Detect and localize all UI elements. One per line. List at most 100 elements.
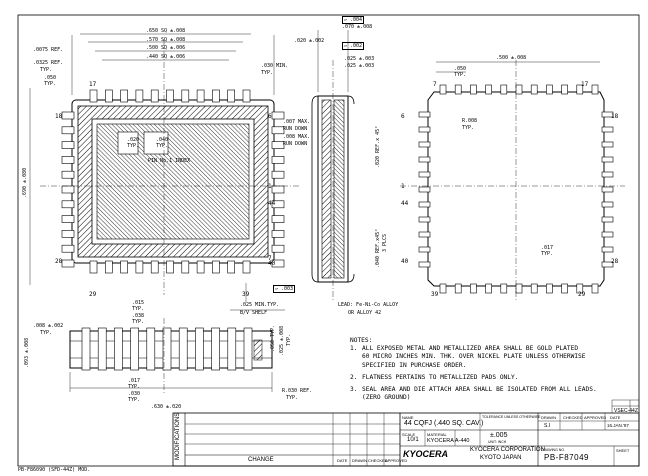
pad (601, 186, 614, 193)
dim-690: .690 ±.080 (22, 167, 28, 198)
lead (120, 89, 128, 103)
approved-by-label: APPROVED (584, 415, 607, 420)
drawn-col-label: DRAWN (352, 458, 367, 463)
company-name: KYOCERA CORPORATION (470, 447, 545, 453)
lead-profile (81, 327, 91, 371)
r-pin-29: 29 (578, 291, 586, 298)
pad (418, 141, 431, 148)
lead (61, 200, 75, 209)
lead-profile (243, 327, 253, 371)
lead (271, 230, 285, 238)
checked-col-label: CHECKED (368, 458, 388, 463)
r-pin-1: 1 (401, 183, 405, 190)
lead (212, 89, 220, 103)
r-dim-typ1: TYP. (454, 72, 467, 78)
note-line: 3.SEAL AREA AND DIE ATTACH AREA SHALL BE… (350, 386, 620, 394)
dim-025-003-a: .025 ±.003 (344, 56, 375, 62)
dim-008max: .008 MAX. (283, 134, 311, 140)
lead (61, 185, 75, 194)
source-drawing-ref: PB-F86090 (SFD-44Z) MOD. (18, 467, 91, 473)
lead (271, 111, 285, 120)
notes-title: NOTES: (350, 337, 373, 344)
pad (546, 283, 553, 294)
lead (242, 260, 251, 274)
lead (166, 89, 174, 103)
pad (500, 283, 508, 294)
dim-650: .650 SQ ±.008 (146, 28, 186, 34)
pad (515, 84, 523, 95)
dim-500: .500 SQ ±.006 (146, 45, 186, 51)
pad (418, 231, 431, 238)
lead (61, 244, 75, 253)
b-dim-030: .030 (128, 391, 141, 397)
note-line: 60 MICRO INCHES MIN. THK. OVER NICKEL PL… (350, 353, 620, 361)
lead (166, 260, 174, 274)
note-number (350, 353, 362, 361)
note-number: 2. (350, 373, 358, 381)
pad (601, 141, 614, 148)
lead (271, 200, 285, 209)
r-dim-typ3: TYP. (541, 251, 554, 257)
pad (418, 261, 431, 268)
lead (89, 89, 98, 103)
pad (530, 283, 538, 294)
side-section-view (311, 30, 355, 300)
b-dim-typ3: TYP. (128, 397, 141, 403)
pad (546, 84, 553, 95)
r-pin-40: 40 (401, 258, 409, 265)
dim-typ2: TYP. (44, 81, 57, 87)
lead (61, 259, 75, 268)
lead (150, 260, 159, 274)
modifications-label: MODIFICATIONS (175, 412, 181, 460)
drawn-value: S.I (544, 423, 551, 429)
pin-6: 6 (268, 113, 272, 120)
pad (601, 126, 614, 133)
kyocera-logo: KYOCERA (403, 449, 449, 459)
lead (61, 230, 75, 238)
pad (601, 261, 614, 268)
note-line: 2.FLATNESS PERTAINS TO METALLIZED PADS O… (350, 374, 620, 382)
b-dim-typ5: TYP. (286, 333, 292, 346)
bv-shelf-label: B/V SHELF (240, 310, 268, 316)
dim-570: .570 SQ ±.008 (146, 37, 186, 43)
rundown-1: RUN DOWN (283, 126, 308, 132)
r-dim-020ref: .020 REF.x 45° (375, 125, 381, 168)
lead-profile (195, 327, 204, 371)
elevation-view (69, 318, 273, 395)
dim-typ5: TYP. (156, 143, 169, 149)
pin-39: 39 (242, 291, 250, 298)
pad (485, 84, 492, 95)
lead (227, 89, 235, 103)
dim-typ1: TYP. (40, 67, 53, 73)
pad (530, 84, 538, 95)
note-line: SPECIFIED IN PURCHASE ORDER. (350, 362, 620, 370)
r-dim-r008: R.008 (462, 118, 478, 124)
top-leads (61, 89, 285, 274)
lead (61, 141, 75, 149)
lead (227, 260, 235, 274)
b-dim-017: .017 (128, 378, 141, 384)
r-pin-7: 7 (433, 81, 437, 88)
note-text: SPECIFIED IN PURCHASE ORDER. (362, 361, 467, 369)
b-dim-050: .050 TYP. (270, 324, 276, 352)
pad (454, 84, 462, 95)
r-pin-6: 6 (401, 113, 405, 120)
dim-007max: .007 MAX. (283, 119, 311, 125)
note-number (350, 394, 362, 402)
note-text: ALL EXPOSED METAL AND METALLIZED AREA SH… (362, 345, 579, 353)
pad (576, 283, 584, 294)
lead-profile (227, 327, 237, 371)
name-label: NAME (402, 415, 414, 420)
lead (105, 260, 113, 274)
rundown-2: RUN DOWN (283, 141, 308, 147)
name-value: 44 CQFJ (.440 SQ. CAV.) (404, 420, 484, 427)
lead (61, 156, 75, 164)
date-value: 16.JAN.'97 (607, 423, 629, 428)
lead (271, 156, 285, 164)
scale-value: 10/1 (407, 437, 419, 443)
lead (271, 170, 285, 179)
company-city: KYOTO JAPAN (480, 455, 522, 461)
lead (150, 89, 159, 103)
change-label: CHANGE (248, 457, 274, 463)
pad (439, 84, 447, 95)
